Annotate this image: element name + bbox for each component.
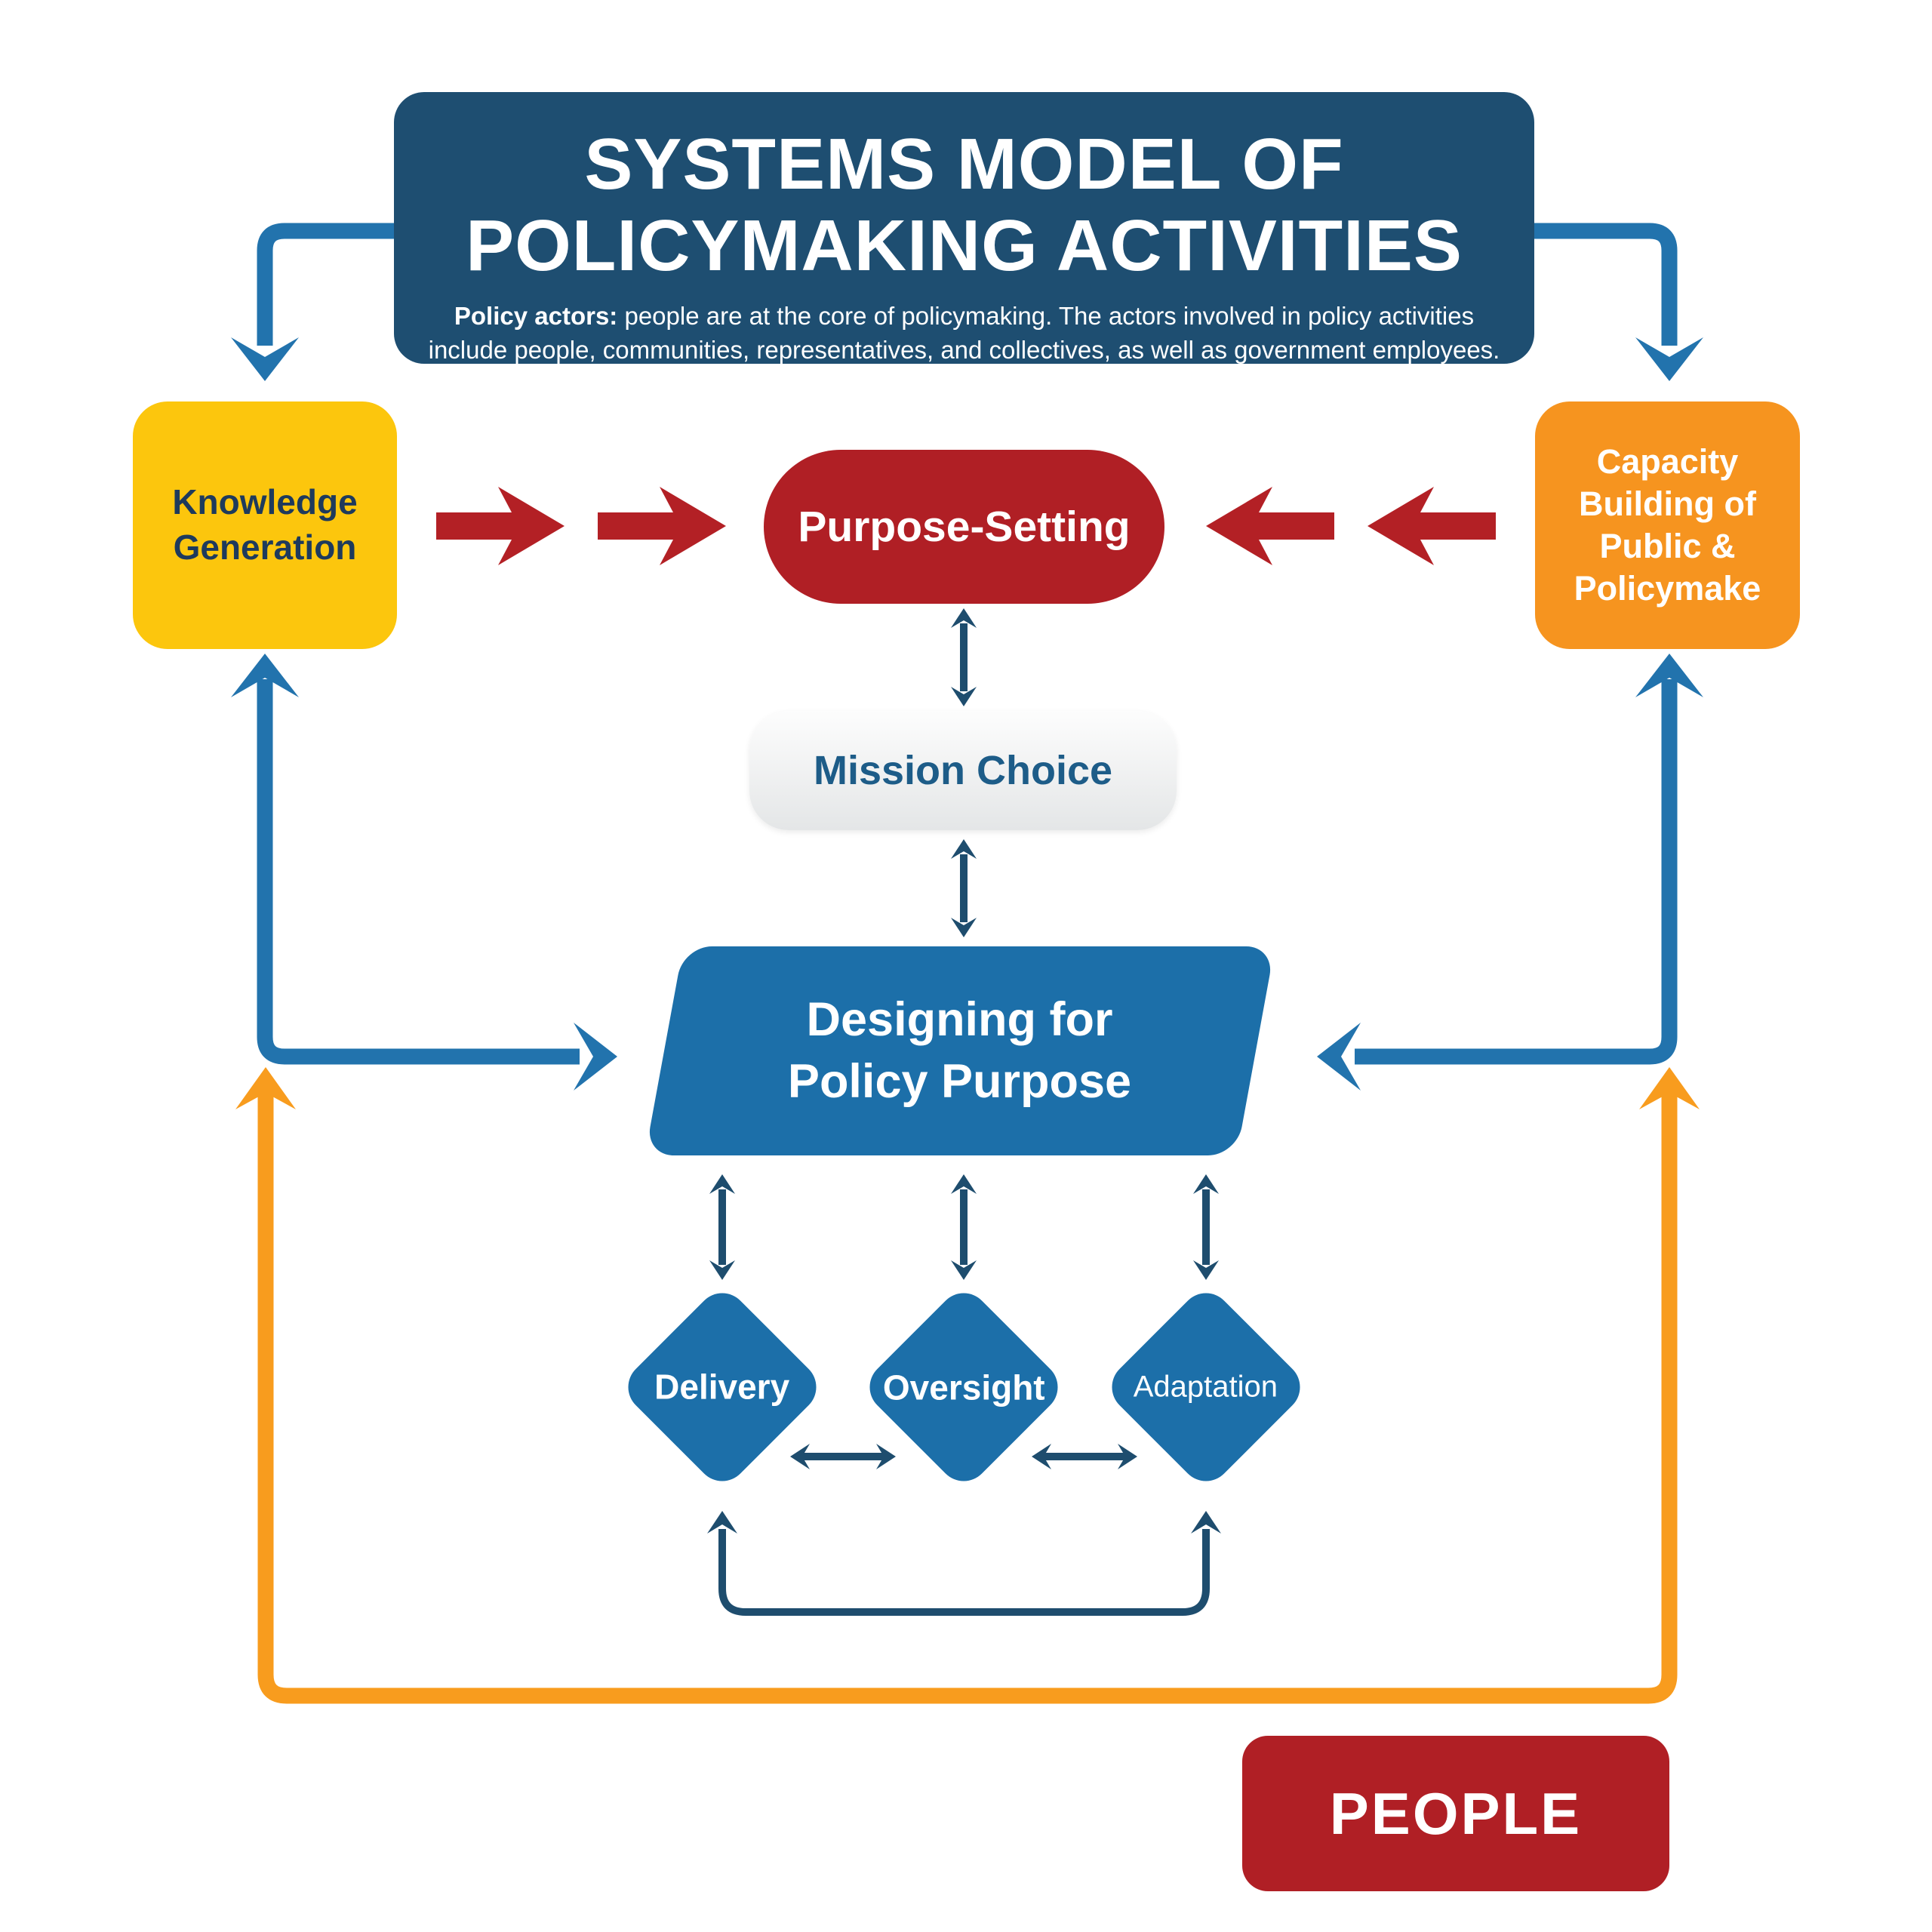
arrow-right-icon <box>436 487 565 565</box>
purpose-setting-label: Purpose-Setting <box>798 503 1131 551</box>
connector-title-to-capacity <box>1534 223 1703 381</box>
connector-people-loop <box>235 1067 1700 1704</box>
arrow-left-icon <box>1317 1023 1361 1091</box>
connector-oversight-adaptation <box>1032 1444 1137 1469</box>
title-line-1: SYSTEMS MODEL OF <box>584 124 1344 205</box>
arrow-down-icon <box>231 337 299 381</box>
subtitle-rest: people are at the core of policymaking. … <box>617 302 1475 331</box>
oversight-label: Oversight <box>882 1367 1045 1407</box>
capacity-building-node: Capacity Building of Public & Policymake <box>1535 401 1800 649</box>
purpose-setting-node: Purpose-Setting <box>764 450 1164 604</box>
connector-title-to-knowledge <box>231 223 394 381</box>
arrow-down-icon <box>1635 337 1703 381</box>
people-label: PEOPLE <box>1329 1780 1583 1847</box>
subtitle-line: Policy actors: people are at the core of… <box>429 300 1500 334</box>
designing-for-policy-purpose-node: Designing for Policy Purpose <box>645 946 1275 1155</box>
connector-designing-adaptation <box>1193 1174 1219 1280</box>
mission-choice-node: Mission Choice <box>749 711 1177 830</box>
designing-label-line-1: Designing for <box>807 992 1113 1046</box>
connector-delivery-adaptation-loop <box>707 1511 1221 1616</box>
connector-mission-designing <box>951 839 977 937</box>
delivery-label: Delivery <box>654 1367 790 1407</box>
arrow-right-icon <box>574 1023 617 1091</box>
title-box: SYSTEMS MODEL OF POLICYMAKING ACTIVITIES… <box>394 92 1534 364</box>
title-subtitle: Policy actors: people are at the core of… <box>429 300 1500 367</box>
subtitle-lead: Policy actors: <box>454 302 618 331</box>
knowledge-generation-node: Knowledge Generation <box>133 401 397 649</box>
arrow-left-icon <box>1206 487 1334 565</box>
arrow-up-icon <box>231 654 299 697</box>
red-arrows-right <box>1206 487 1496 565</box>
connector-delivery-oversight <box>790 1444 896 1469</box>
capacity-building-label: Capacity Building of Public & Policymake <box>1574 441 1761 608</box>
connector-purpose-mission <box>951 608 977 706</box>
red-arrows-left <box>436 487 726 565</box>
connector-designing-delivery <box>709 1174 735 1280</box>
connector-knowledge-to-designing <box>231 654 617 1091</box>
knowledge-generation-label: Knowledge Generation <box>172 482 358 567</box>
arrow-right-icon <box>598 487 726 565</box>
arrow-up-icon <box>235 1067 296 1109</box>
adaptation-label: Adaptation <box>1134 1370 1278 1404</box>
subtitle-line: include people, communities, representat… <box>428 335 1500 364</box>
connector-capacity-to-designing <box>1317 654 1703 1091</box>
arrow-left-icon <box>1367 487 1496 565</box>
title-line-2: POLICYMAKING ACTIVITIES <box>466 205 1463 286</box>
people-node: PEOPLE <box>1242 1736 1669 1891</box>
designing-label: Designing for Policy Purpose <box>788 989 1131 1113</box>
arrow-up-icon <box>1639 1067 1700 1109</box>
arrow-up-icon <box>1635 654 1703 697</box>
connector-designing-oversight <box>951 1174 977 1280</box>
designing-label-line-2: Policy Purpose <box>788 1054 1132 1108</box>
mission-choice-label: Mission Choice <box>813 748 1113 793</box>
